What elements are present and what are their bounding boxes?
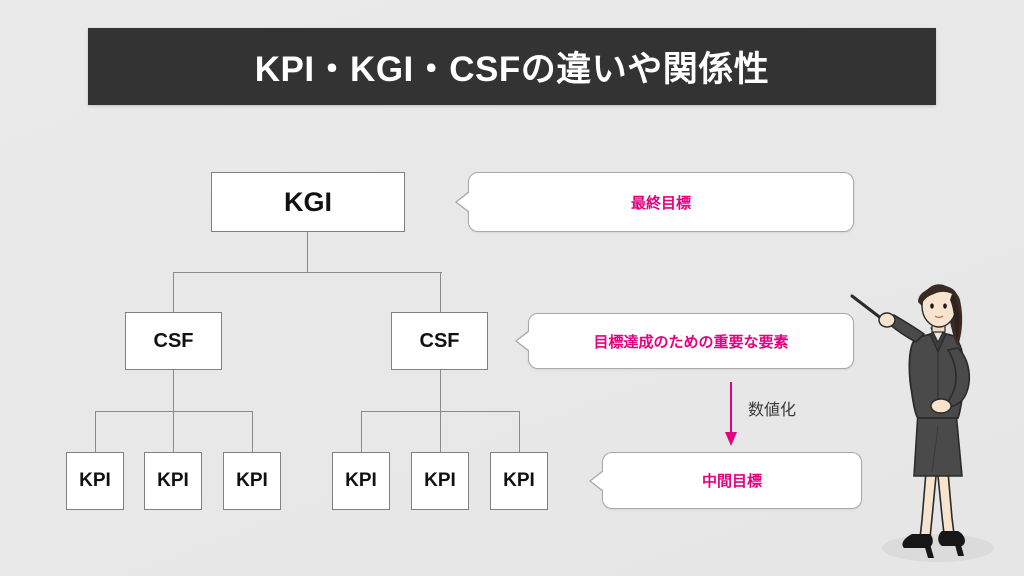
connector-kpi-left-1-drop (95, 411, 96, 452)
node-kpi-left-3-label: KPI (236, 470, 268, 491)
connector-kpi-left-3-drop (252, 411, 253, 452)
connector-kpi-right-3-drop (519, 411, 520, 452)
node-kpi-left-1[interactable]: KPI (66, 452, 124, 510)
connector-csf-right-stem (440, 370, 441, 412)
leg-left (919, 470, 937, 539)
businesswoman-figure (850, 284, 994, 562)
heel-right (954, 541, 964, 556)
node-kpi-right-2[interactable]: KPI (411, 452, 469, 510)
connector-csf-left-drop (173, 272, 174, 312)
callout-kgi-text: 最終目標 (630, 194, 691, 212)
presenter-illustration (842, 276, 1024, 576)
node-kpi-right-3[interactable]: KPI (490, 452, 548, 510)
node-kpi-right-1-label: KPI (345, 470, 377, 491)
arm-raised (886, 313, 926, 343)
node-kpi-right-1[interactable]: KPI (332, 452, 390, 510)
connector-kgi-stem (307, 232, 308, 273)
page-title: KPI・KGI・CSFの違いや関係性 (254, 50, 770, 89)
node-kgi[interactable]: KGI (211, 172, 405, 232)
callout-csf-text: 目標達成のための重要な要素 (593, 333, 789, 351)
hand-pointing (878, 312, 896, 328)
connector-kpi-right-1-drop (361, 411, 362, 452)
hair-side (950, 294, 960, 340)
quantify-label: 数値化 (748, 402, 797, 419)
node-csf-right[interactable]: CSF (391, 312, 488, 370)
node-csf-left-label: CSF (153, 329, 194, 352)
figure-shadow (882, 534, 994, 562)
connector-csf-right-drop (440, 272, 441, 312)
node-kpi-right-2-label: KPI (424, 470, 456, 491)
callout-kpi-text: 中間目標 (701, 473, 762, 490)
node-kpi-left-2-label: KPI (157, 470, 189, 491)
callout-csf[interactable]: 目標達成のための重要な要素 (528, 313, 854, 369)
node-kpi-right-3-label: KPI (503, 470, 535, 491)
hand-on-hip (930, 398, 952, 414)
callout-kpi[interactable]: 中間目標 (602, 452, 862, 509)
connector-csf-left-stem (173, 370, 174, 412)
connector-kgi-bar (173, 272, 442, 273)
heel-left (924, 544, 934, 558)
node-csf-left[interactable]: CSF (125, 312, 222, 370)
node-csf-right-label: CSF (419, 329, 460, 352)
eye-right (943, 303, 947, 309)
leg-right (937, 470, 955, 535)
quantify-arrow (720, 380, 840, 450)
node-kpi-left-2[interactable]: KPI (144, 452, 202, 510)
shoe-right (938, 531, 965, 546)
connector-kpi-right-2-drop (440, 411, 441, 452)
title-bar: KPI・KGI・CSFの違いや関係性 (88, 28, 936, 105)
node-kpi-left-3[interactable]: KPI (223, 452, 281, 510)
node-kgi-label: KGI (283, 186, 332, 217)
connector-kpi-left-2-drop (173, 411, 174, 452)
mouth (934, 315, 944, 319)
callout-kgi[interactable]: 最終目標 (468, 172, 854, 232)
hair-front (921, 285, 958, 306)
skirt (913, 411, 963, 477)
node-kpi-left-1-label: KPI (79, 470, 111, 491)
eye-left (930, 303, 934, 309)
down-arrow-icon (725, 382, 737, 446)
